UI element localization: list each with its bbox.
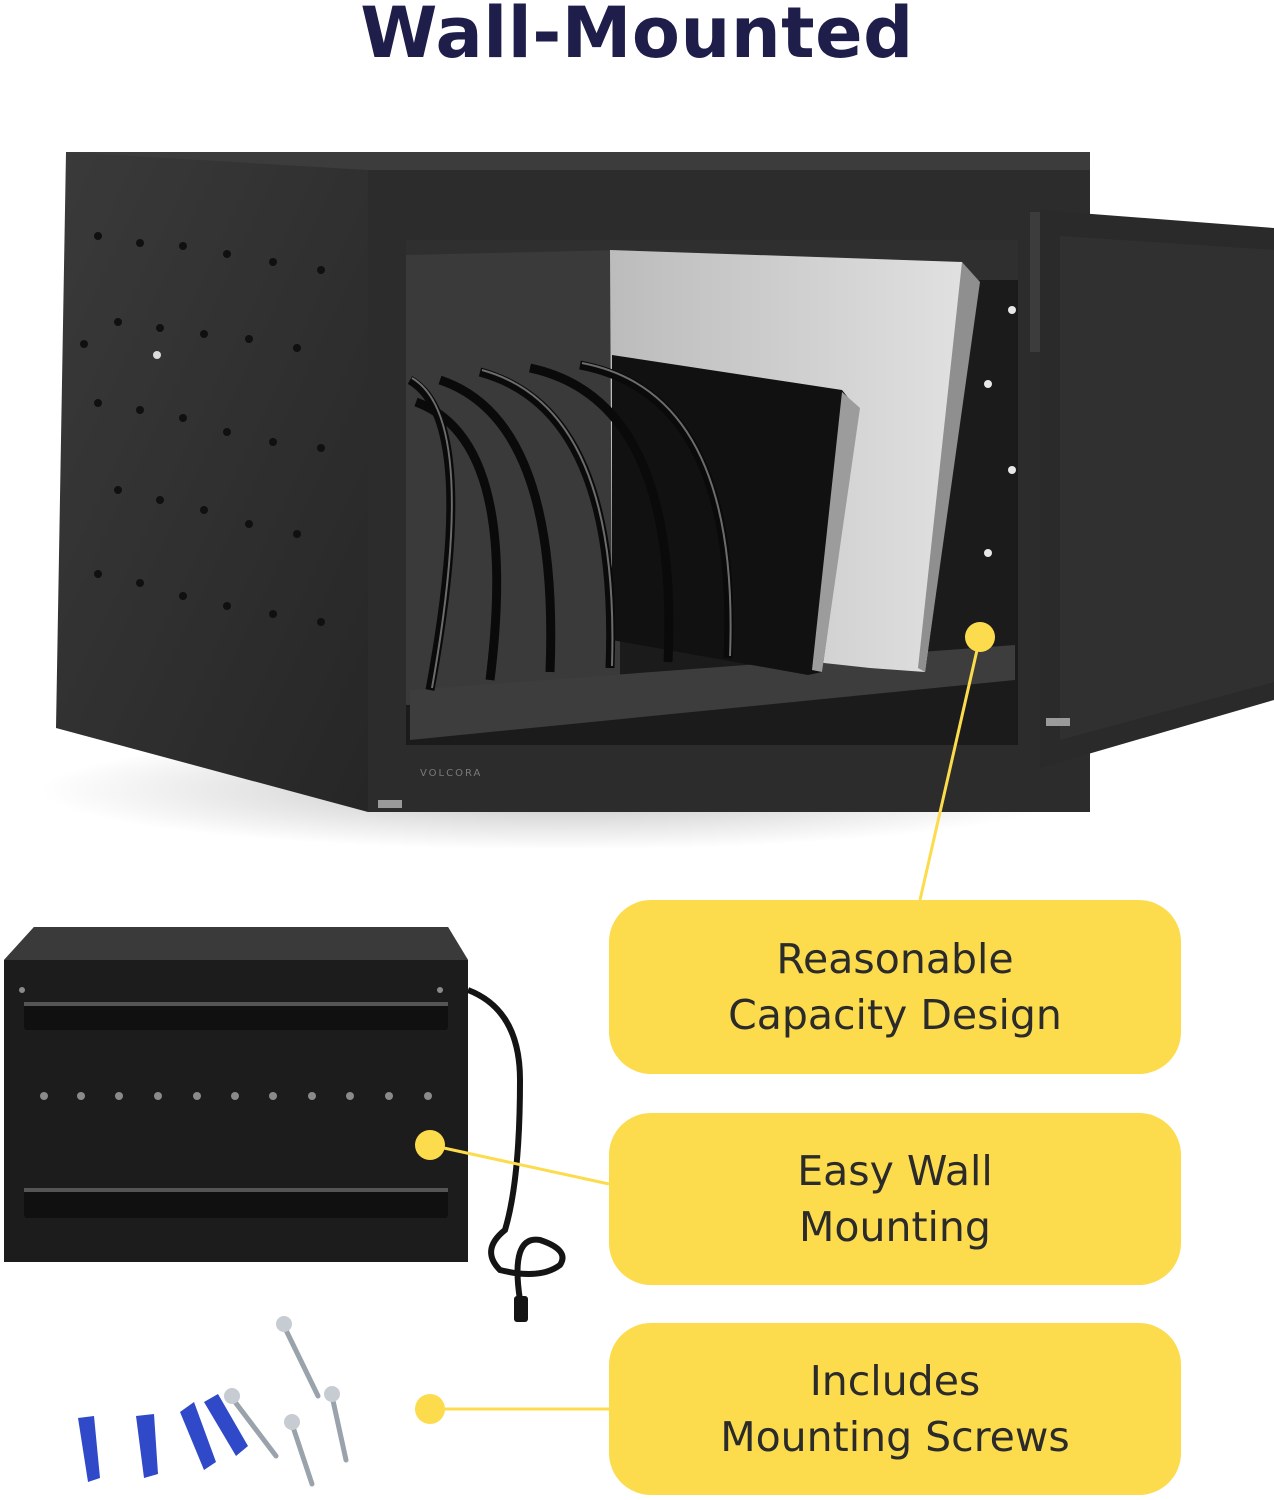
tablet-device <box>612 355 858 675</box>
cabinet-front-view: VOLCORA <box>40 152 1274 850</box>
callout-2-line1: Easy Wall <box>797 1147 993 1195</box>
mounting-screws-set <box>78 1316 349 1487</box>
callout-1-line2: Capacity Design <box>728 991 1062 1039</box>
ventilation-holes <box>80 232 325 626</box>
mounting-rail-bottom <box>24 1188 448 1218</box>
callout-marker-1 <box>965 622 995 652</box>
callout-connectors <box>415 622 995 1424</box>
callout-3-line1: Includes <box>809 1357 981 1405</box>
callout-mounting-screws: Includes Mounting Screws <box>609 1323 1181 1495</box>
page-title: Wall-Mounted <box>360 0 914 74</box>
cabinet-side-panel <box>56 152 368 812</box>
callout-3-line2: Mounting Screws <box>720 1413 1070 1461</box>
brand-logo: VOLCORA <box>420 768 482 779</box>
callout-capacity-design: Reasonable Capacity Design <box>609 900 1181 1074</box>
callout-marker-3 <box>415 1394 445 1424</box>
mounting-rail-top <box>24 1002 448 1030</box>
wall-anchors <box>78 1394 248 1482</box>
power-cord <box>466 987 566 1301</box>
cabinet-back-view <box>4 927 566 1322</box>
back-screw-holes <box>19 987 443 1100</box>
callout-2-line2: Mounting <box>799 1203 991 1251</box>
callout-1-line1: Reasonable <box>776 935 1014 983</box>
callout-marker-2 <box>415 1130 445 1160</box>
power-plug <box>514 1296 528 1322</box>
screws <box>229 1323 349 1487</box>
callout-wall-mounting: Easy Wall Mounting <box>609 1113 1181 1285</box>
